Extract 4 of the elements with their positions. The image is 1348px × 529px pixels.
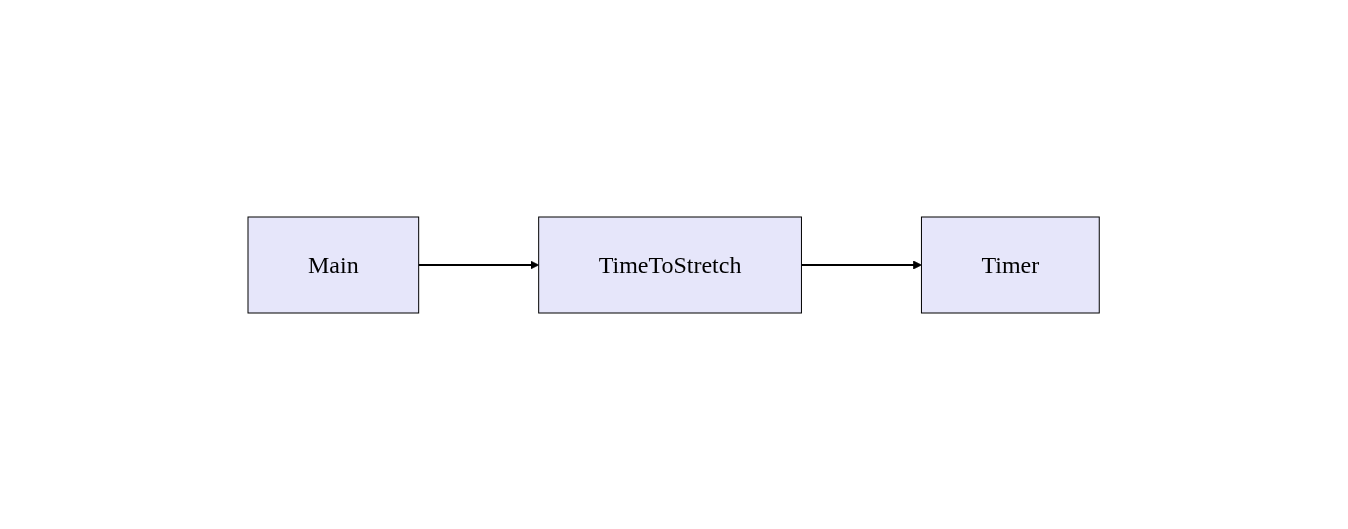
node-box: TimeToStretch: [538, 216, 803, 313]
node-box: Timer: [921, 216, 1101, 313]
arrow: [418, 260, 540, 269]
node-box: Main: [247, 216, 420, 313]
